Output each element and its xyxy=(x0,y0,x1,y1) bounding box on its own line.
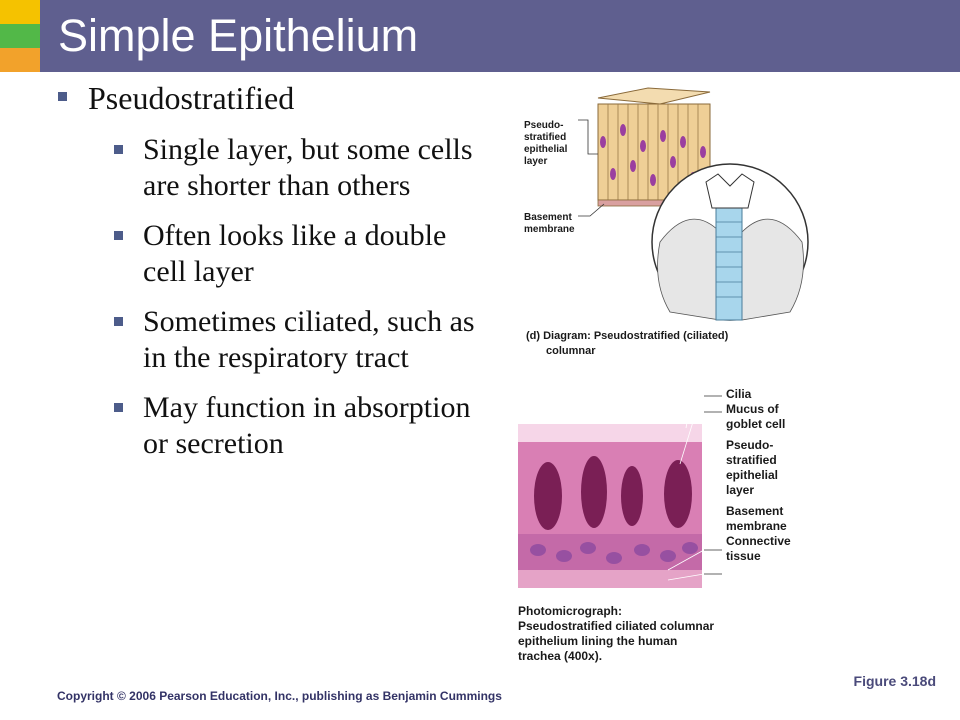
photomicrograph xyxy=(518,395,722,588)
bullet-square-icon xyxy=(114,145,123,154)
bullet-list: Pseudostratified Single layer, but some … xyxy=(58,78,478,462)
diagram-label-line: epithelial xyxy=(524,144,568,155)
diagram-label-line: stratified xyxy=(524,132,566,143)
photo-label-connective: Connective xyxy=(726,534,791,548)
photo-label-basement: Basement xyxy=(726,504,784,518)
photo-label-tissue: tissue xyxy=(726,549,761,563)
photo-label-stratified: stratified xyxy=(726,453,777,467)
sub-bullet-text: Single layer, but some cells are shorter… xyxy=(143,133,473,202)
accent-green-block xyxy=(0,24,40,48)
diagram-label-layer: Pseudo- stratified epithelial layer xyxy=(524,120,570,167)
epithelium-diagram: Pseudo- stratified epithelial layer Base… xyxy=(524,87,809,321)
diagram-caption-text: Pseudostratified (ciliated) xyxy=(593,330,729,342)
accent-yellow-block xyxy=(0,0,40,24)
sub-bullet: Often looks like a double cell layer xyxy=(114,218,478,290)
diagram-label-line: membrane xyxy=(524,224,575,235)
diagram-label-basement: Basement membrane xyxy=(524,212,575,235)
diagram-caption-line2: columnar xyxy=(546,345,596,357)
photo-caption-head: Photomicrograph: xyxy=(518,604,622,618)
diagram-caption: (d) Diagram: Pseudostratified (ciliated)… xyxy=(526,329,728,359)
photo-caption: Photomicrograph: Pseudostratified ciliat… xyxy=(518,604,714,664)
bullet-square-icon xyxy=(114,403,123,412)
copyright-footer: Copyright © 2006 Pearson Education, Inc.… xyxy=(57,689,502,703)
photo-label-epithelial: epithelial xyxy=(726,468,779,482)
bullet-main: Pseudostratified xyxy=(58,78,478,118)
sub-bullet: Sometimes ciliated, such as in the respi… xyxy=(114,304,478,376)
sub-bullet-text: May function in absorption or secretion xyxy=(143,391,471,460)
photo-label-membrane: membrane xyxy=(726,519,787,533)
diagram-label-line: Pseudo- xyxy=(524,120,563,131)
photo-label-pseudo: Pseudo- xyxy=(726,438,774,452)
bullet-square-icon xyxy=(114,231,123,240)
photo-label-layer: layer xyxy=(726,483,755,497)
sub-bullet-text: Often looks like a double cell layer xyxy=(143,219,447,288)
photo-labels: Cilia Mucus of goblet cell Pseudo- strat… xyxy=(726,387,791,564)
diagram-caption-prefix: (d) Diagram: xyxy=(526,330,591,342)
slide-title: Simple Epithelium xyxy=(58,10,419,61)
photo-caption-line: trachea (400x). xyxy=(518,649,603,663)
bullet-square-icon xyxy=(58,92,67,101)
diagram-label-line: layer xyxy=(524,156,547,167)
figure-reference: Figure 3.18d xyxy=(853,673,936,689)
photo-label-cilia: Cilia xyxy=(726,387,752,401)
bullet-main-text: Pseudostratified xyxy=(88,80,295,116)
sub-bullet: Single layer, but some cells are shorter… xyxy=(114,132,478,204)
photo-caption-line: epithelium lining the human xyxy=(518,634,678,648)
title-bar xyxy=(40,0,960,72)
accent-orange-block xyxy=(0,48,40,72)
sub-bullet-text: Sometimes ciliated, such as in the respi… xyxy=(143,305,475,374)
photo-caption-line: Pseudostratified ciliated columnar xyxy=(518,619,715,633)
sub-bullet: May function in absorption or secretion xyxy=(114,390,478,462)
diagram-label-line: Basement xyxy=(524,212,572,223)
photo-label-goblet: goblet cell xyxy=(726,417,786,431)
bullet-square-icon xyxy=(114,317,123,326)
photo-label-mucus: Mucus of xyxy=(726,402,779,416)
